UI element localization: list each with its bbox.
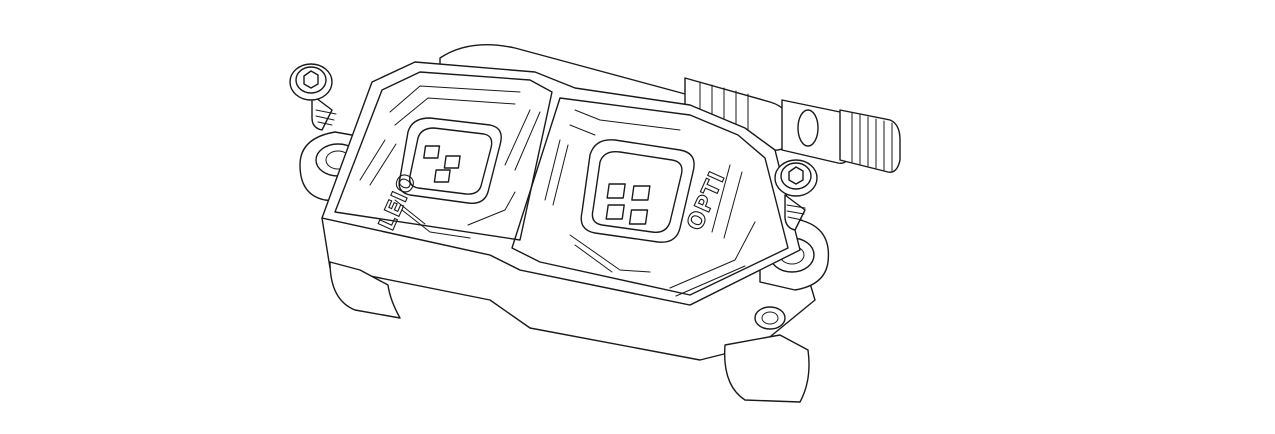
top-plate-inner-border (334, 71, 553, 241)
hex-socket-screw-icon (289, 63, 337, 131)
threaded-hole (754, 306, 786, 330)
hex-socket-screw-icon (774, 159, 818, 231)
grooves-right (544, 109, 756, 297)
foot-right (723, 334, 810, 403)
cable-connector-icon (684, 77, 901, 173)
foot-left (329, 261, 401, 319)
led-window-right (580, 139, 695, 243)
grooves-left (359, 85, 541, 239)
led-window-left (398, 117, 502, 204)
